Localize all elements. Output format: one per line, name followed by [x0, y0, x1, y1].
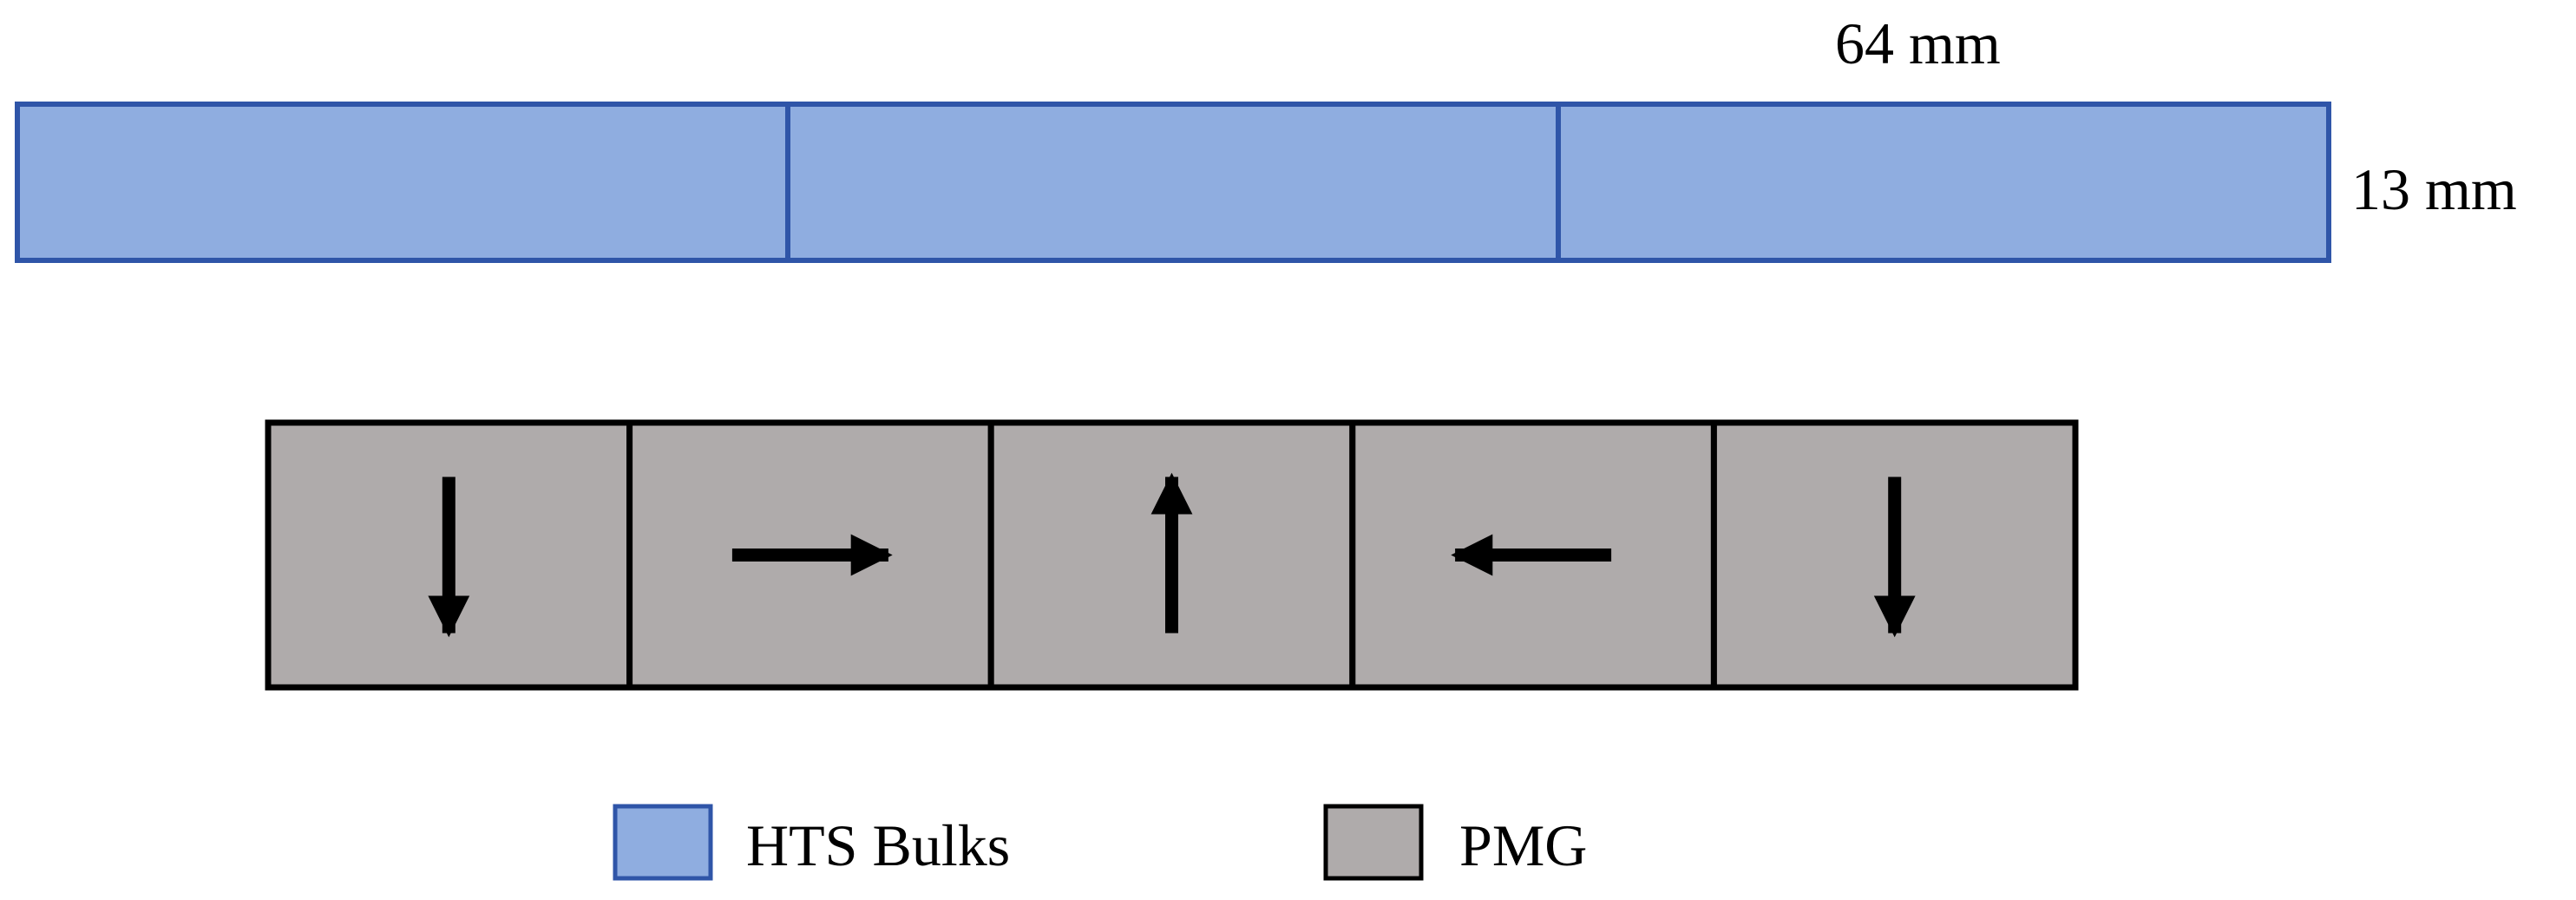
- legend-pmg-swatch: [1323, 804, 1424, 881]
- height-dimension-label: 13 mm: [2351, 156, 2517, 222]
- hts-bulk-2: [785, 102, 1561, 263]
- legend-pmg-label: PMG: [1459, 812, 1588, 878]
- hts-bulk-3: [1556, 102, 2331, 263]
- hts-bulk-1: [15, 102, 790, 263]
- hts-bulks-group: [15, 102, 2331, 263]
- legend-hts-label: HTS Bulks: [746, 812, 1011, 878]
- legend: [613, 804, 1424, 881]
- width-dimension-label: 64 mm: [1835, 10, 2001, 76]
- pmg-array-group: [265, 419, 2079, 691]
- legend-hts-swatch: [613, 804, 713, 881]
